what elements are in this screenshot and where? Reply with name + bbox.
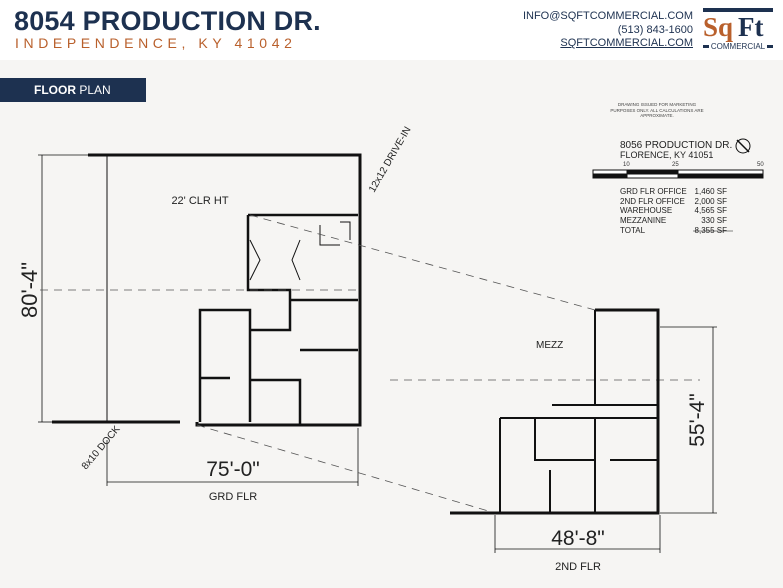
floor-plan-badge: FLOOR PLAN (0, 78, 146, 102)
svg-text:GRD FLR OFFICE: GRD FLR OFFICE (620, 187, 687, 196)
phone: (513) 843-1600 (617, 23, 693, 36)
logo-bar (767, 45, 774, 48)
badge-bold: FLOOR (34, 83, 76, 97)
website-link[interactable]: SQFTCOMMERCIAL.COM (560, 37, 693, 49)
svg-text:1,460 SF: 1,460 SF (695, 187, 728, 196)
logo-ft: Ft (738, 12, 764, 42)
second-floor-label: 2ND FLR (555, 561, 601, 573)
page-subtitle: INDEPENDENCE, KY 41042 (15, 35, 297, 51)
svg-text:DRAWING ISSUED FOR MARKETING: DRAWING ISSUED FOR MARKETING (618, 102, 697, 107)
header: 8054 PRODUCTION DR. INDEPENDENCE, KY 410… (0, 0, 783, 60)
svg-text:330 SF: 330 SF (701, 216, 727, 225)
svg-text:8,355 SF: 8,355 SF (695, 226, 728, 235)
area-table: GRD FLR OFFICE 1,460 SF 2ND FLR OFFICE 2,0… (620, 187, 727, 235)
logo-bar (703, 45, 709, 48)
second-width-dim: 48'-8" (551, 527, 605, 550)
ground-height-dim: 80'-4" (17, 262, 42, 318)
svg-text:25: 25 (672, 162, 679, 168)
dock-label: 8x10 DOCK (80, 424, 123, 472)
drive-in-label: 12x12 DRIVE-IN (367, 125, 413, 195)
svg-text:MEZZANINE: MEZZANINE (620, 216, 666, 225)
svg-text:4,565 SF: 4,565 SF (695, 206, 728, 215)
clear-height-label: 22' CLR HT (171, 195, 228, 207)
ground-width-dim: 75'-0" (206, 458, 260, 481)
mezz-label: MEZZ (536, 340, 563, 351)
email[interactable]: INFO@SQFTCOMMERCIAL.COM (522, 10, 693, 22)
logo-tagline-row: COMMERCIAL (703, 42, 774, 51)
ground-floor-label: GRD FLR (209, 491, 257, 503)
svg-text:10: 10 (623, 162, 630, 168)
sqft-logo: Sq Ft COMMERCIAL (703, 8, 774, 52)
logo-tagline: COMMERCIAL (710, 42, 766, 51)
plan-address: 8056 PRODUCTION DR. (620, 140, 732, 151)
svg-text:APPROXIMATE.: APPROXIMATE. (640, 113, 673, 118)
page-title: 8054 PRODUCTION DR. (14, 6, 321, 36)
second-height-dim: 55'-4" (686, 393, 709, 447)
logo-sq: Sq (703, 12, 734, 42)
svg-text:2ND FLR OFFICE: 2ND FLR OFFICE (620, 197, 685, 206)
svg-text:2,000 SF: 2,000 SF (695, 197, 728, 206)
logo-bar (703, 8, 773, 12)
plan-city: FLORENCE, KY 41051 (620, 150, 713, 160)
svg-text:TOTAL: TOTAL (620, 226, 646, 235)
contact-info: INFO@SQFTCOMMERCIAL.COM (513) 843-1600 S… (523, 10, 693, 51)
badge-rest: PLAN (76, 83, 111, 97)
scale-labels: 10 25 50 (623, 162, 764, 168)
disclaimer: DRAWING ISSUED FOR MARKETING PURPOSES ON… (610, 102, 703, 118)
svg-text:WAREHOUSE: WAREHOUSE (620, 206, 672, 215)
svg-text:PURPOSES ONLY. ALL CALCULATIO: PURPOSES ONLY. ALL CALCULATIONS ARE (610, 108, 703, 113)
svg-text:50: 50 (757, 162, 764, 168)
